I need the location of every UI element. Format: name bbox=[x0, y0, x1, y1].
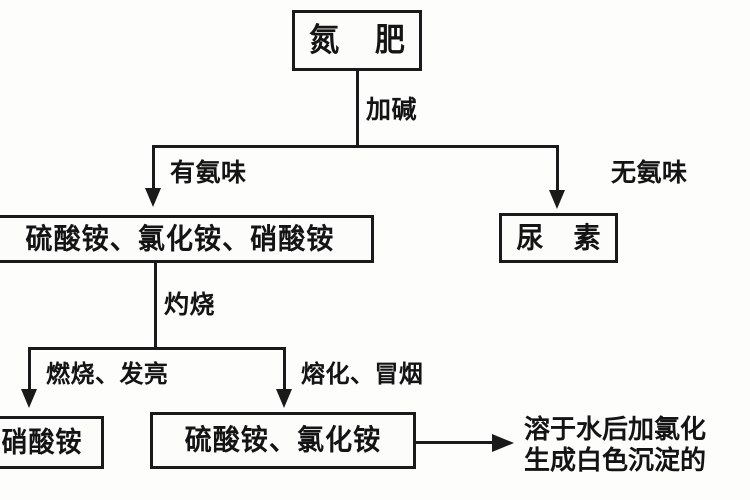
edge-split-bar-level2 bbox=[28, 347, 286, 350]
annotation-precipitate-line-2: 生成白色沉淀的 bbox=[524, 446, 707, 477]
arrowhead-right-branch-level1 bbox=[549, 190, 565, 209]
node-ammonium-nitrate: 硝酸铵 bbox=[0, 416, 104, 469]
arrowhead-to-annotation bbox=[492, 434, 514, 452]
edge-label-calcination: 灼烧 bbox=[164, 290, 216, 319]
edge-label-no-ammonia-smell: 无氨味 bbox=[611, 158, 688, 187]
node-nitrogen-fertilizer-label: 氮 肥 bbox=[309, 21, 418, 59]
edge-right-branch-level1 bbox=[556, 145, 559, 195]
node-sulfate-chloride-label: 硫酸铵、氯化铵 bbox=[184, 424, 382, 457]
annotation-precipitate: 溶于水后加氯化 生成白色沉淀的 bbox=[524, 415, 750, 477]
edge-ammonium-stem bbox=[154, 263, 157, 350]
node-sulfate-chloride: 硫酸铵、氯化铵 bbox=[150, 412, 416, 469]
edge-root-stem bbox=[356, 71, 359, 147]
edge-left-branch-level1 bbox=[152, 145, 155, 193]
annotation-precipitate-line-1: 溶于水后加氯化 bbox=[524, 415, 707, 445]
arrowhead-left-branch-level2 bbox=[21, 389, 37, 408]
edge-split-bar-level1 bbox=[152, 145, 559, 148]
edge-right-branch-level2 bbox=[283, 347, 286, 394]
arrowhead-right-branch-level2 bbox=[276, 389, 292, 408]
edge-to-annotation bbox=[416, 441, 496, 444]
arrowhead-left-branch-level1 bbox=[145, 188, 161, 207]
node-ammonium-salts: 硫酸铵、氯化铵、硝酸铵 bbox=[0, 215, 374, 263]
node-ammonium-nitrate-label: 硝酸铵 bbox=[1, 426, 83, 459]
edge-label-burns-glows: 燃烧、发亮 bbox=[46, 360, 169, 388]
edge-label-has-ammonia-smell: 有氨味 bbox=[170, 158, 247, 187]
edge-label-add-alkali: 加碱 bbox=[366, 95, 418, 124]
node-urea-label: 尿 素 bbox=[516, 221, 611, 255]
node-urea: 尿 素 bbox=[499, 213, 618, 263]
edge-label-melts-smokes: 熔化、冒烟 bbox=[301, 360, 424, 388]
node-ammonium-salts-label: 硫酸铵、氯化铵、硝酸铵 bbox=[25, 222, 335, 256]
edge-left-branch-level2 bbox=[28, 347, 31, 394]
node-nitrogen-fertilizer: 氮 肥 bbox=[292, 10, 422, 71]
